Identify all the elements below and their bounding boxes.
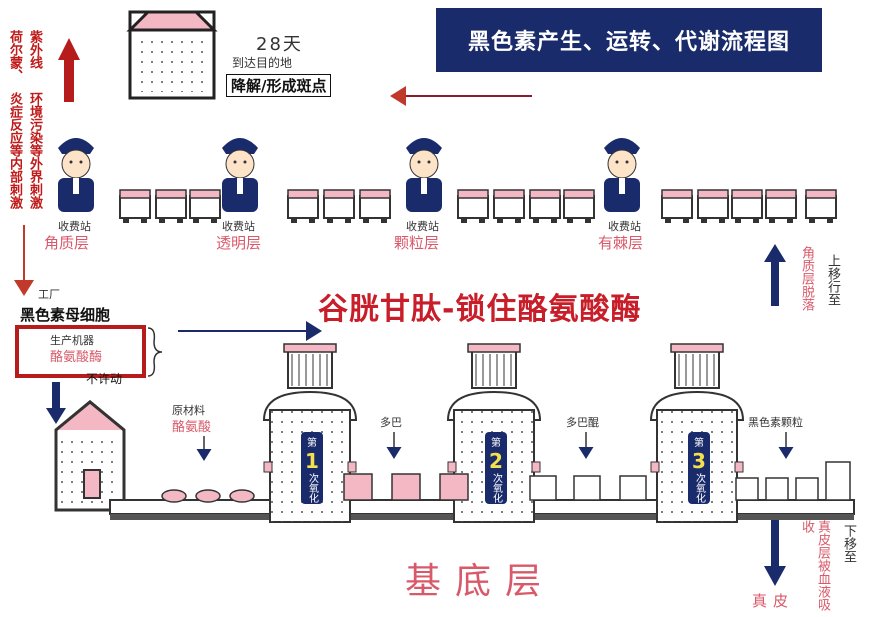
melanocyte-box [15, 325, 146, 378]
layer-cornified: 角质层 [44, 234, 90, 252]
up-arrow-icon [764, 244, 786, 306]
external-stimulus-label: 环境污染等外界刺激 [27, 92, 42, 209]
tyrosine-blobs [161, 489, 255, 503]
layer-base: 基底层 [405, 561, 556, 602]
dopaquinone-boxes [529, 475, 647, 501]
dopa-cubes [343, 473, 469, 501]
days-label: 28天 [256, 34, 303, 55]
station-label-1: 收费站 [58, 220, 91, 233]
glutathione-label: 谷胱甘肽-锁住酪氨酸酶 [318, 292, 642, 327]
station-label-3: 收费站 [406, 220, 439, 233]
up-move-label: 上移行至 [825, 254, 840, 306]
uv-label: 紫外线 [27, 30, 42, 69]
officer-icon [604, 138, 640, 212]
melanin-boxes [735, 461, 851, 501]
red-up-arrow-icon [58, 38, 80, 102]
dopa-label: 多巴 [380, 416, 402, 429]
tyrosine-label: 酪氨酸 [172, 420, 212, 435]
factory-house-icon [54, 400, 126, 512]
officer-icon [222, 138, 258, 212]
destination-box-icon [126, 10, 218, 100]
officer-icon [58, 138, 94, 212]
tower-3-label: 第 3 次氧化 [688, 432, 710, 504]
melanin-granule-label: 黑色素颗粒 [748, 416, 803, 429]
officer-icons [58, 138, 640, 212]
machine-label: 生产机器 [50, 334, 94, 347]
cell-box [155, 189, 187, 223]
absorb-label: 真皮层被血液吸收 [799, 520, 830, 611]
factory-down-arrow-icon [46, 382, 66, 424]
dopaquinone-label: 多巴醌 [566, 416, 599, 429]
no-move-label: 不许动 [86, 372, 123, 386]
cell-box [731, 189, 763, 223]
hormone-label: 荷尔蒙、 [7, 30, 22, 82]
enzyme-label: 酪氨酸酶 [50, 350, 103, 365]
internal-stimulus-label: 炎症反应等内部刺激 [7, 92, 22, 209]
cell-box [529, 189, 561, 223]
cell-box [457, 189, 489, 223]
page-title: 黑色素产生、运转、代谢流程图 [467, 30, 790, 55]
degrade-label: 降解/形成斑点 [226, 74, 332, 97]
title-banner: 黑色素产生、运转、代谢流程图 [436, 8, 822, 72]
cell-box [563, 189, 595, 223]
tower-2-label: 第 2 次氧化 [485, 432, 507, 504]
layer-granular: 颗粒层 [394, 234, 440, 252]
layer-lucidum: 透明层 [216, 234, 262, 252]
cell-box [805, 189, 837, 223]
cell-box [661, 189, 693, 223]
cell-box [765, 189, 797, 223]
tower-1-label: 第 1 次氧化 [301, 432, 323, 504]
layer-spinous: 有棘层 [598, 234, 644, 252]
melanocyte-label: 黑色素母细胞 [20, 304, 111, 325]
cell-box [119, 189, 151, 223]
down-move-label: 下移至 [841, 524, 856, 563]
cell-box [493, 189, 525, 223]
oxidation-tower [649, 343, 745, 523]
shed-label: 角质层脱落 [799, 246, 814, 311]
station-label-4: 收费站 [608, 220, 641, 233]
cell-box [189, 189, 221, 223]
dermis-label: 真皮 [752, 592, 795, 610]
cell-row [119, 189, 837, 223]
station-label-2: 收费站 [222, 220, 255, 233]
cell-box [287, 189, 319, 223]
down-arrow-icon [764, 520, 786, 586]
factory-label: 工厂 [38, 288, 60, 301]
cell-box [323, 189, 355, 223]
destination-label: 到达目的地 [232, 56, 293, 70]
cell-box [697, 189, 729, 223]
raw-material-label: 原材料 [172, 404, 205, 417]
cell-box [359, 189, 391, 223]
officer-icon [406, 138, 442, 212]
